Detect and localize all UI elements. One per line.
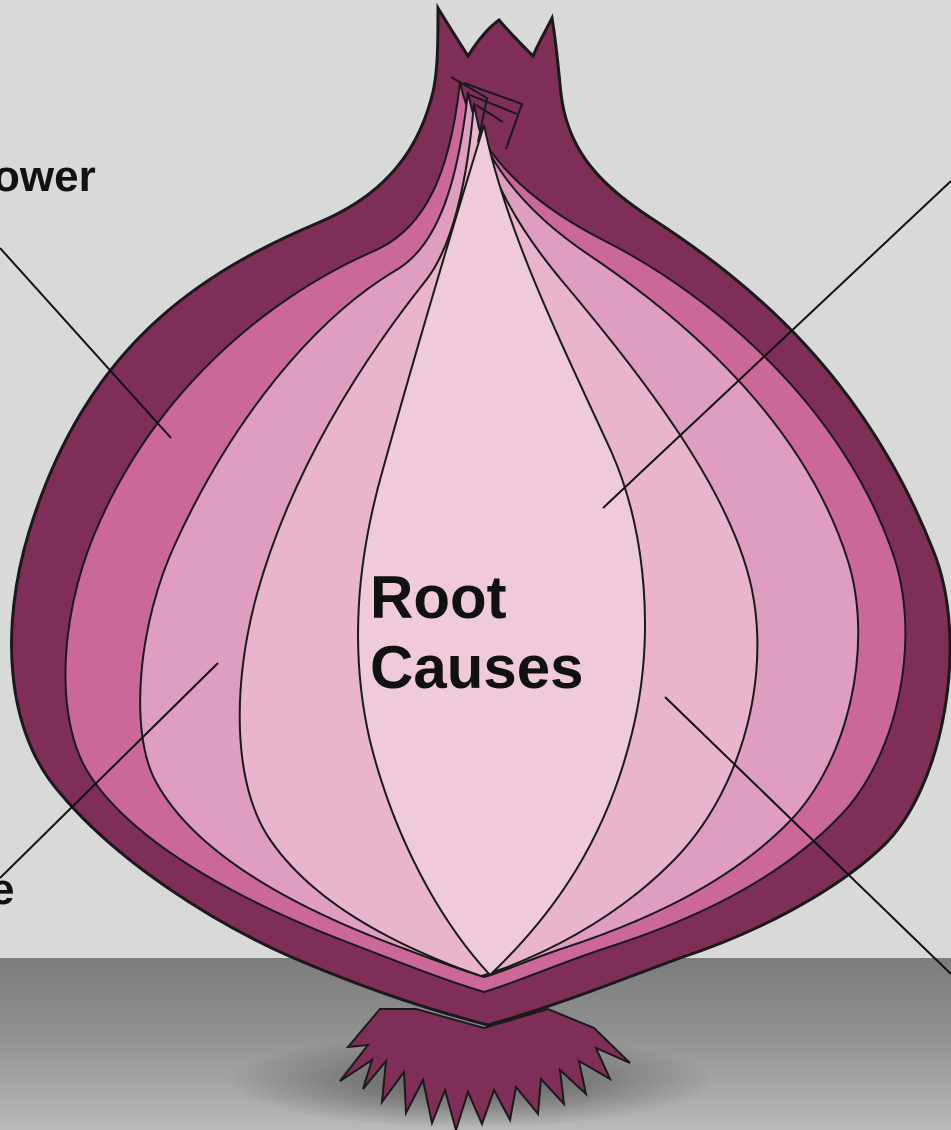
label-bottom-left: e	[0, 868, 14, 912]
onion-root-tuft	[340, 1009, 630, 1130]
label-top-left: ower	[0, 155, 96, 199]
